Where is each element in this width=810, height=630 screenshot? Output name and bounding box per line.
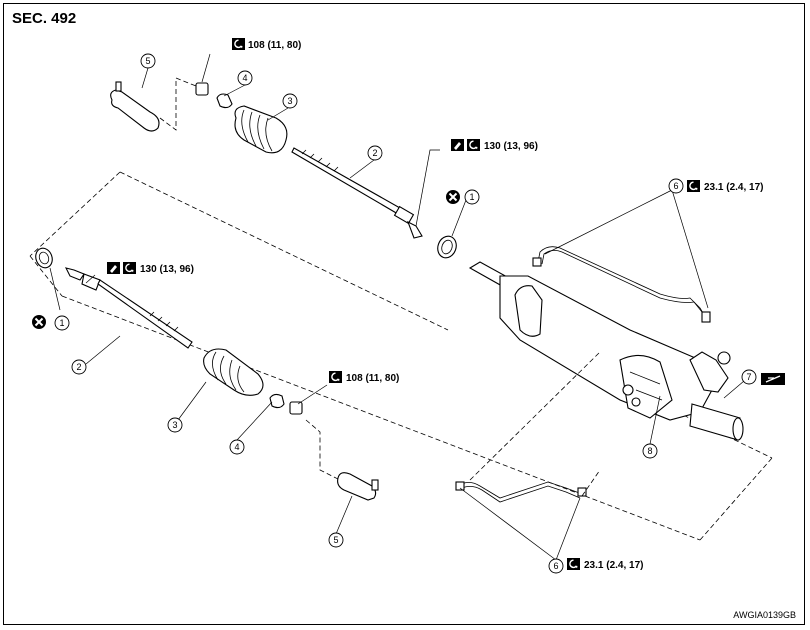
boot-clamp-left [269,393,285,409]
svg-text:7: 7 [746,372,751,382]
diagram-frame [3,3,805,625]
hydraulic-line-upper [532,246,711,323]
inner-tie-rod-left [64,267,193,349]
inner-tie-rod-top [291,147,423,239]
svg-text:5: 5 [145,56,150,66]
part-number-4-left: 4 [229,439,245,455]
svg-text:23.1 (2.4, 17): 23.1 (2.4, 17) [584,560,643,571]
lock-nut-left [289,401,303,415]
locking-sealant-icon [107,262,120,274]
do-not-reuse-icon [445,189,461,205]
seal-ring-right [437,235,457,259]
tie-rod-end-top [110,77,197,132]
part-number-5-top: 5 [140,53,156,69]
no-reuse-mark-left [31,314,47,330]
part-number-3-left: 3 [167,417,183,433]
part-number-6-top: 6 [668,178,684,194]
part-number-7: 7 [741,369,757,385]
part-number-2-left: 2 [71,359,87,375]
svg-text:3: 3 [287,96,292,106]
torque-callout-108-bottom: 108 (11, 80) [328,370,399,384]
part-number-8: 8 [642,443,658,459]
svg-text:130 (13, 96): 130 (13, 96) [140,264,194,275]
torque-callout-130-left: 130 (13, 96) [107,261,194,275]
svg-text:2: 2 [76,362,81,372]
torque-wrench-icon [231,37,246,51]
figure-code: AWGIA0139GB [733,610,796,620]
svg-text:130 (13, 96): 130 (13, 96) [484,141,538,152]
leader-lines [49,53,745,561]
svg-text:1: 1 [59,318,64,328]
torque-wrench-icon [466,138,481,152]
part-number-1-left: 1 [54,315,70,331]
boot-clamp-top [216,93,233,109]
part-number-6-bottom: 6 [548,558,564,574]
svg-text:5: 5 [333,535,338,545]
svg-text:108 (11, 80): 108 (11, 80) [248,40,301,51]
svg-text:4: 4 [234,442,239,452]
torque-wrench-icon [328,370,343,384]
seal-ring-left [35,247,53,269]
torque-callout-23-top: 23.1 (2.4, 17) [686,179,763,193]
do-not-reuse-icon [31,314,47,330]
svg-text:2: 2 [372,148,377,158]
torque-callout-23-bottom: 23.1 (2.4, 17) [566,557,643,571]
locking-sealant-icon [451,139,464,151]
svg-text:8: 8 [647,446,652,456]
part-number-5-bottom: 5 [328,532,344,548]
svg-text:6: 6 [553,561,558,571]
torque-callout-108-top: 108 (11, 80) [231,37,301,51]
torque-callout-130-top: 130 (13, 96) [451,138,538,152]
part-number-4-top: 4 [237,70,253,86]
boot-top [234,105,288,154]
tie-rod-end-bottom [305,419,379,501]
part-number-2-top: 2 [367,145,383,161]
grease-mark [761,373,785,385]
torque-wrench-icon [122,261,137,275]
svg-text:3: 3 [172,420,177,430]
part-number-1-right: 1 [464,189,480,205]
lock-nut-top [195,82,209,96]
torque-wrench-icon [686,179,701,193]
boot-left [203,348,264,396]
svg-text:1: 1 [469,192,474,202]
svg-text:6: 6 [673,181,678,191]
part-number-3-top: 3 [282,93,298,109]
section-title: SEC. 492 [12,10,77,27]
svg-text:23.1 (2.4, 17): 23.1 (2.4, 17) [704,182,763,193]
svg-text:4: 4 [242,73,247,83]
no-reuse-mark-right [445,189,461,205]
hydraulic-line-lower [455,351,601,503]
svg-text:108 (11, 80): 108 (11, 80) [346,373,399,384]
steering-gear-assembly [468,261,744,441]
torque-wrench-icon [566,557,581,571]
